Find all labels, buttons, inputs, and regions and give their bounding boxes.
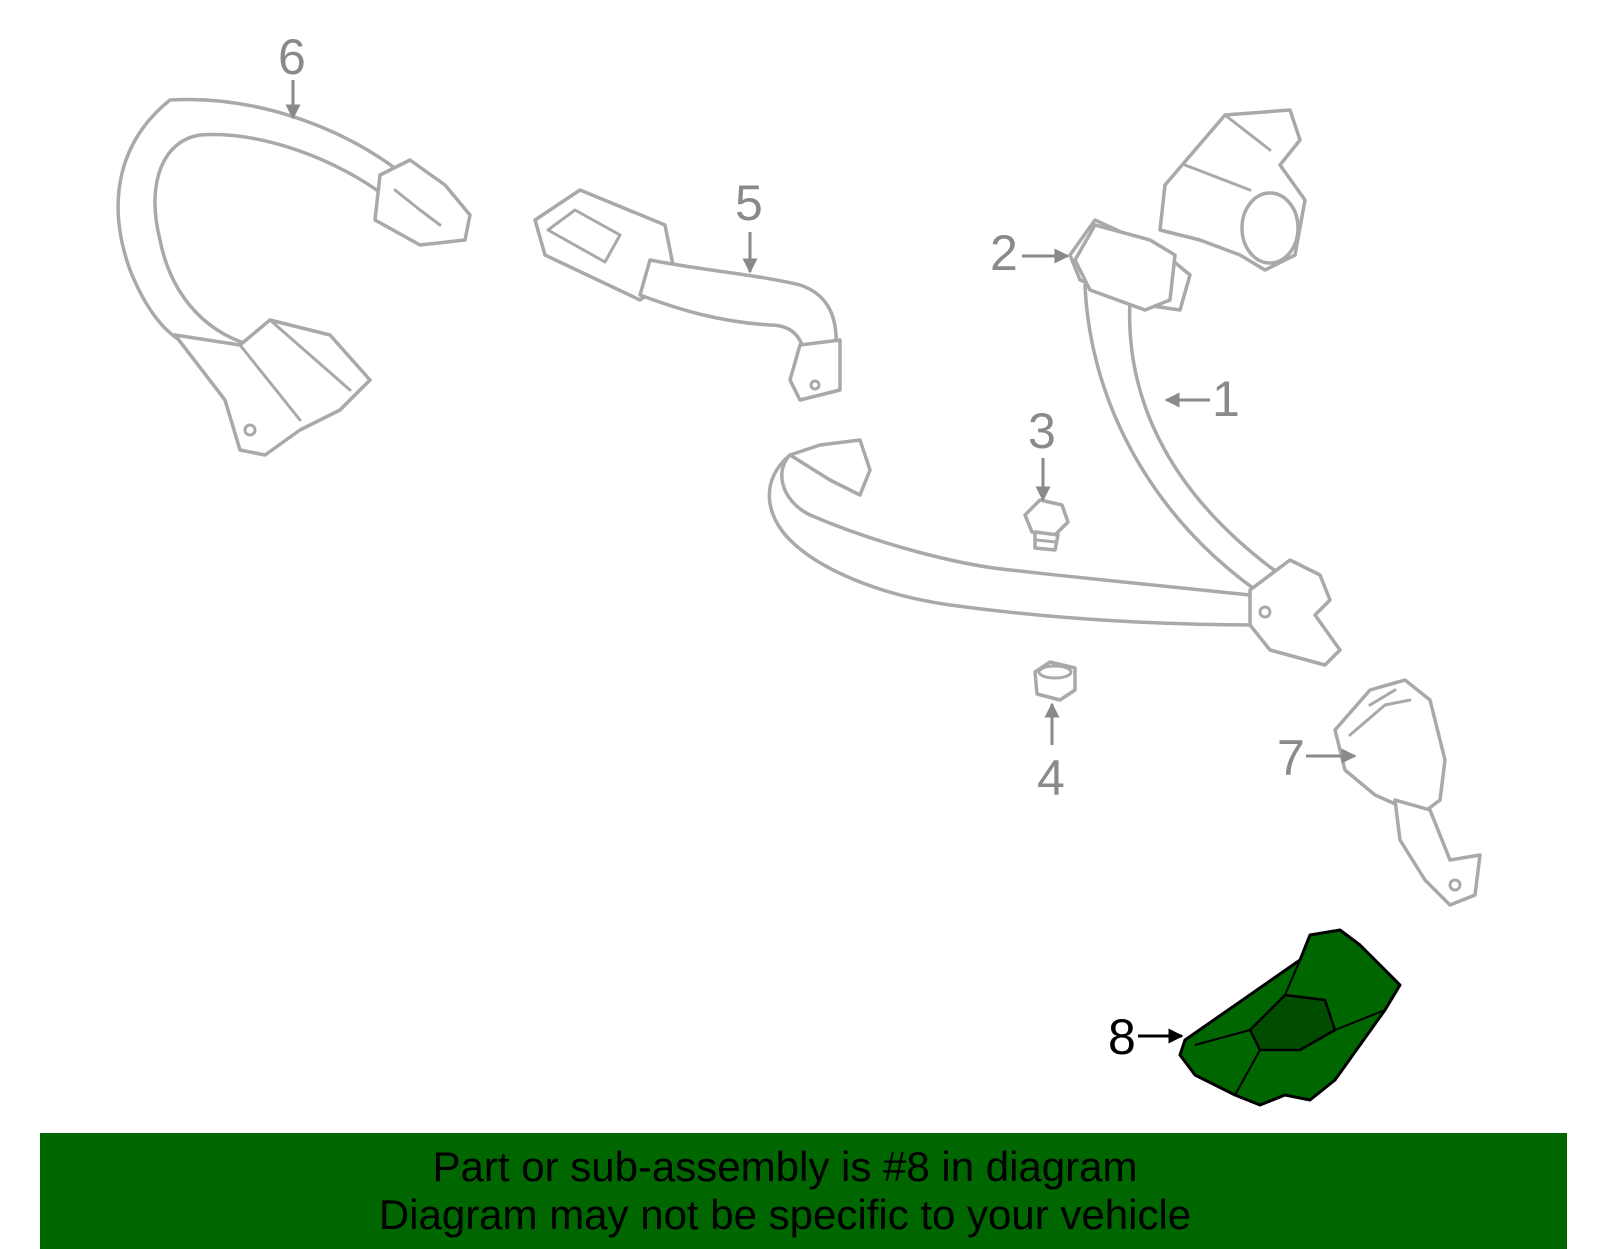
banner-disclaimer: Diagram may not be specific to your vehi… [378,1191,1192,1238]
part-info-banner: Part or sub-assembly is #8 in diagram Di… [40,1133,1567,1249]
part-8-cover[interactable] [1178,928,1402,1107]
part-5-buckle[interactable] [533,188,842,402]
part-7-buckle[interactable] [1333,678,1482,907]
callout-4-label: 4 [1037,750,1065,806]
callout-2-label: 2 [990,225,1018,281]
callout-1-label: 1 [1212,371,1240,427]
callout-6-label: 6 [278,29,306,85]
banner-part-notice: Part or sub-assembly is #8 in diagram [432,1143,1138,1190]
callout-3-label: 3 [1028,403,1056,459]
part-6-seat-belt[interactable] [116,97,472,457]
part-4-nut[interactable] [1033,660,1077,702]
callout-5-label: 5 [735,175,763,231]
parts-diagram: 6 5 2 1 3 4 7 8 [116,29,1482,1107]
part-1-three-point-belt[interactable] [767,108,1342,667]
part-3-bolt[interactable] [1023,498,1070,552]
part-2-belt-guide[interactable] [1073,223,1177,312]
callout-7-label: 7 [1277,730,1305,786]
callout-8-label: 8 [1108,1009,1136,1065]
